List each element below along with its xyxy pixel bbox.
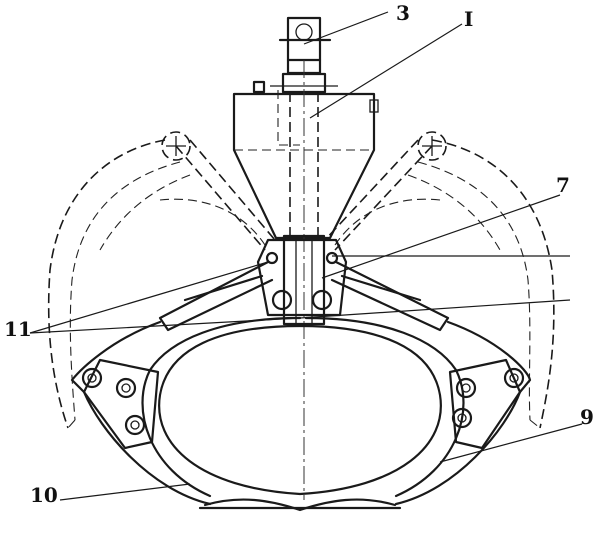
callout-10: 10 xyxy=(30,483,58,507)
central-rod xyxy=(289,60,319,500)
grabbed-load xyxy=(158,324,442,496)
lower-hub xyxy=(256,234,348,326)
callout-7: 7 xyxy=(556,173,570,197)
callout-3: 3 xyxy=(396,1,410,25)
callout-11: 11 xyxy=(4,317,32,341)
callout-9: 9 xyxy=(580,405,594,429)
callout-1: I xyxy=(464,7,473,31)
open-jaw-right-outline xyxy=(407,131,555,429)
link-arms-closed xyxy=(158,260,450,332)
lifting-lug xyxy=(278,16,332,75)
jaw-tips xyxy=(198,498,402,512)
leader-lines xyxy=(29,11,583,501)
upper-guide-block xyxy=(252,72,338,94)
upper-body-hopper xyxy=(232,90,379,240)
closed-jaw-left xyxy=(70,316,302,506)
open-link-arms xyxy=(159,139,441,251)
closed-jaw-right xyxy=(304,316,532,506)
